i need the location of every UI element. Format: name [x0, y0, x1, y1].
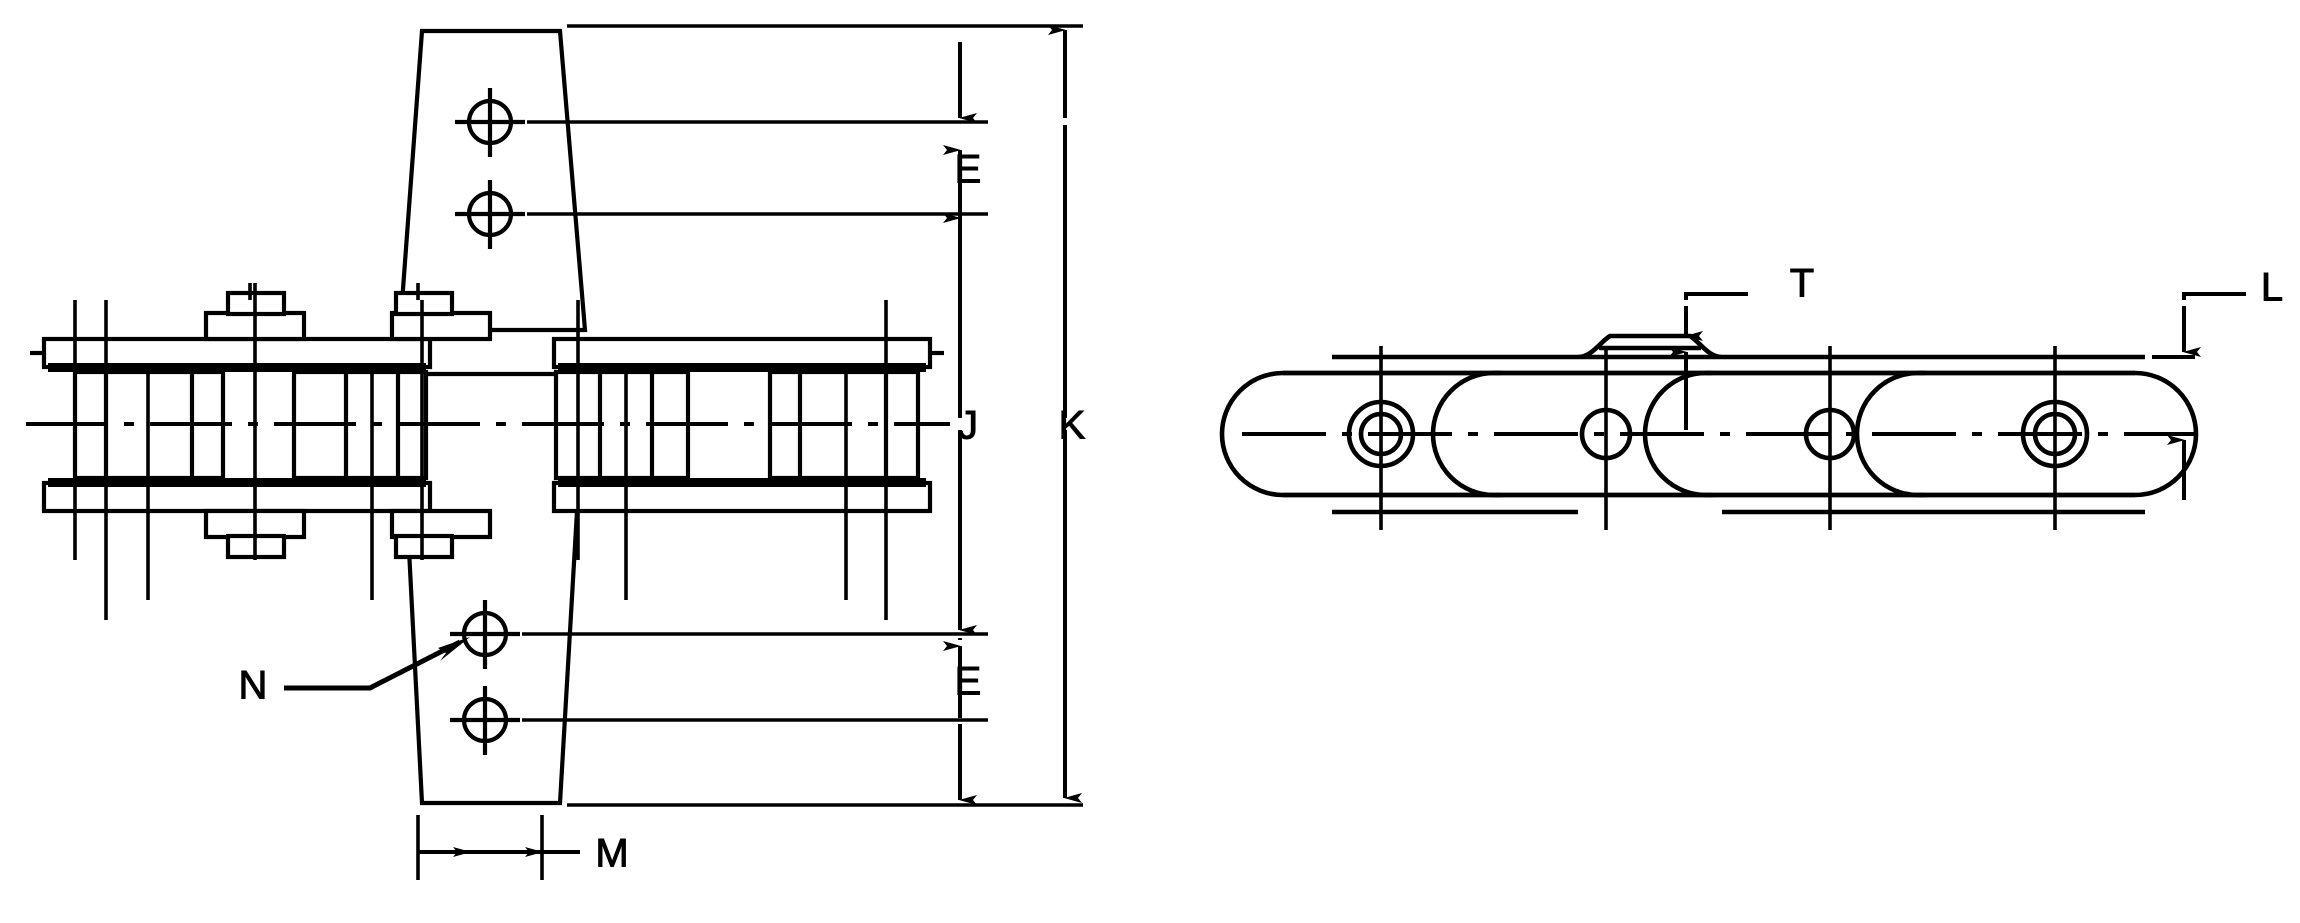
top-link-plate-right [551, 336, 933, 370]
pin-head-top-right [389, 290, 493, 342]
upper-hole-2 [455, 180, 525, 249]
roller-centerlines-front [146, 368, 848, 600]
side-plate-edges [1283, 370, 2135, 498]
dimension-T [1669, 292, 1748, 430]
bottom-link-plate-left [41, 480, 433, 514]
side-attachment-pad [1577, 333, 1723, 360]
label-E-upper: E [955, 148, 982, 192]
label-M: M [595, 832, 628, 876]
dimension-L [2152, 292, 2246, 500]
pin-centerlines-front [73, 283, 580, 560]
side-pin-centerlines [1379, 346, 2057, 530]
lower-hole-2 [450, 686, 520, 755]
bottom-plate-shading [48, 478, 926, 487]
outer-pin-centerlines-front [104, 300, 888, 620]
top-plate-shading [48, 363, 926, 372]
upper-hole-1 [455, 88, 525, 157]
dimension-M [416, 815, 544, 880]
label-J: J [958, 404, 978, 448]
leader-line-N [284, 637, 470, 691]
label-E-lower: E [955, 660, 982, 704]
top-link-plate-left [41, 336, 433, 370]
bottom-link-plate-right [551, 480, 933, 514]
lower-hole-1 [450, 600, 520, 669]
label-L: L [2261, 266, 2283, 310]
lower-attachment-wing [397, 371, 588, 806]
label-T: T [1790, 262, 1814, 306]
label-N: N [239, 664, 268, 708]
upper-attachment-wing [397, 28, 588, 333]
pin-head-bottom-right [389, 508, 493, 560]
label-K: K [1059, 404, 1086, 448]
